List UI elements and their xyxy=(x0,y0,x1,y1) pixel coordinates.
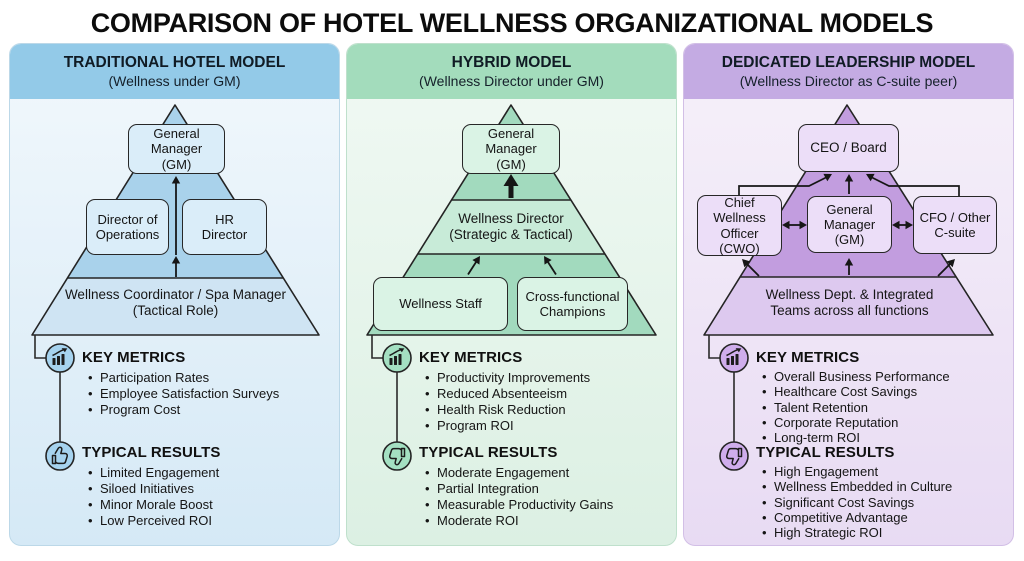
org-band-wellness-dept: Wellness Dept. & Integrated Teams across… xyxy=(765,287,934,319)
bullet-item: Competitive Advantage xyxy=(762,510,1007,526)
panel-header: TRADITIONAL HOTEL MODEL (Wellness under … xyxy=(10,44,339,99)
panel-traditional: TRADITIONAL HOTEL MODEL (Wellness under … xyxy=(9,43,340,546)
arrow-up-from-champions xyxy=(544,256,557,275)
key-metrics-list: Overall Business Performance Healthcare … xyxy=(756,369,1007,446)
panel-body: General Manager (GM) Wellness Director (… xyxy=(347,99,676,545)
bullet-item: High Strategic ROI xyxy=(762,525,1007,541)
arrow-up-from-staff xyxy=(467,256,480,275)
arrow-up-from-band xyxy=(171,256,181,277)
org-box-cfo-c-suite: CFO / Other C-suite xyxy=(913,196,997,254)
org-box-ceo-board: CEO / Board xyxy=(798,124,899,172)
bullet-item: Wellness Embedded in Culture xyxy=(762,479,1007,495)
bullet-item: Moderate ROI xyxy=(425,513,670,529)
key-metrics-section: KEY METRICS Participation Rates Employee… xyxy=(82,349,333,418)
bullet-item: Siloed Initiatives xyxy=(88,481,333,497)
org-box-hr-director: HR Director xyxy=(182,199,267,255)
panel-dedicated-leadership: DEDICATED LEADERSHIP MODEL (Wellness Dir… xyxy=(683,43,1014,546)
panel-subtitle: (Wellness Director as C-suite peer) xyxy=(739,73,958,89)
panel-header: HYBRID MODEL (Wellness Director under GM… xyxy=(347,44,676,99)
bullet-item: Moderate Engagement xyxy=(425,465,670,481)
org-band-wellness-coordinator: Wellness Coordinator / Spa Manager (Tact… xyxy=(64,287,287,319)
bullet-item: Employee Satisfaction Surveys xyxy=(88,386,333,402)
org-box-chief-wellness-officer: Chief Wellness Officer (CWO) xyxy=(697,195,782,256)
double-arrow-cwo-gm xyxy=(782,220,807,230)
page-title: COMPARISON OF HOTEL WELLNESS ORGANIZATIO… xyxy=(90,8,934,38)
org-band-wellness-director: Wellness Director (Strategic & Tactical) xyxy=(449,211,573,243)
panel-body: General Manager (GM) Director of Operati… xyxy=(10,99,339,545)
bullet-item: Health Risk Reduction xyxy=(425,402,670,418)
panel-subtitle: (Wellness under GM) xyxy=(108,73,241,89)
bullet-item: Limited Engagement xyxy=(88,465,333,481)
key-metrics-section: KEY METRICS Overall Business Performance… xyxy=(756,349,1007,446)
panel-subtitle: (Wellness Director under GM) xyxy=(419,73,604,89)
arrow-up-to-gm xyxy=(171,176,181,255)
key-metrics-section: KEY METRICS Productivity Improvements Re… xyxy=(419,349,670,434)
typical-results-list: High Engagement Wellness Embedded in Cul… xyxy=(756,464,1007,541)
rail-cwo-to-ceo xyxy=(738,175,829,195)
key-metrics-list: Participation Rates Employee Satisfactio… xyxy=(82,370,333,418)
arrow-gm-to-ceo xyxy=(844,174,854,194)
arrow-band-to-cfo xyxy=(937,259,955,277)
rail-cfo-to-ceo xyxy=(869,175,960,197)
typical-results-section: TYPICAL RESULTS Moderate Engagement Part… xyxy=(419,444,670,529)
panel-header: DEDICATED LEADERSHIP MODEL (Wellness Dir… xyxy=(684,44,1013,99)
bullet-item: Long-term ROI xyxy=(762,430,1007,446)
typical-results-section: TYPICAL RESULTS High Engagement Wellness… xyxy=(756,444,1007,541)
bullet-item: Significant Cost Savings xyxy=(762,495,1007,511)
panel-title: DEDICATED LEADERSHIP MODEL xyxy=(721,54,976,71)
bullet-item: High Engagement xyxy=(762,464,1007,480)
typical-results-list: Limited Engagement Siloed Initiatives Mi… xyxy=(82,465,333,529)
typical-results-heading: TYPICAL RESULTS xyxy=(756,444,895,461)
bullet-item: Low Perceived ROI xyxy=(88,513,333,529)
pyramid-diagram xyxy=(31,104,320,471)
key-metrics-list: Productivity Improvements Reduced Absent… xyxy=(419,370,670,434)
arrow-band-to-gm xyxy=(844,258,854,275)
typical-results-heading: TYPICAL RESULTS xyxy=(419,444,558,461)
comparison-panels: TRADITIONAL HOTEL MODEL (Wellness under … xyxy=(0,43,1024,546)
panel-body: CEO / Board Chief Wellness Officer (CWO)… xyxy=(684,99,1013,545)
arrow-band-to-cwo xyxy=(742,259,760,277)
bullet-item: Program ROI xyxy=(425,418,670,434)
typical-results-list: Moderate Engagement Partial Integration … xyxy=(419,465,670,529)
typical-results-section: TYPICAL RESULTS Limited Engagement Siloe… xyxy=(82,444,333,529)
org-box-cross-functional-champions: Cross-functional Champions xyxy=(517,277,628,331)
panel-title: TRADITIONAL HOTEL MODEL xyxy=(63,54,286,71)
bullet-item: Productivity Improvements xyxy=(425,370,670,386)
key-metrics-heading: KEY METRICS xyxy=(419,349,523,366)
panel-title: HYBRID MODEL xyxy=(451,54,572,71)
bullet-item: Program Cost xyxy=(88,402,333,418)
org-box-general-manager: General Manager (GM) xyxy=(128,124,225,174)
bullet-item: Reduced Absenteeism xyxy=(425,386,670,402)
bullet-item: Healthcare Cost Savings xyxy=(762,384,1007,400)
bullet-item: Partial Integration xyxy=(425,481,670,497)
org-box-general-manager: General Manager (GM) xyxy=(462,124,560,174)
bullet-item: Participation Rates xyxy=(88,370,333,386)
bullet-item: Overall Business Performance xyxy=(762,369,1007,385)
arrowhead-cfo-ceo xyxy=(866,173,875,182)
bullet-item: Corporate Reputation xyxy=(762,415,1007,431)
bullet-item: Talent Retention xyxy=(762,400,1007,416)
panel-hybrid: HYBRID MODEL (Wellness Director under GM… xyxy=(346,43,677,546)
arrow-bold-up-to-gm xyxy=(503,174,519,198)
key-metrics-heading: KEY METRICS xyxy=(756,349,860,366)
org-box-wellness-staff: Wellness Staff xyxy=(373,277,508,331)
bullet-item: Measurable Productivity Gains xyxy=(425,497,670,513)
typical-results-heading: TYPICAL RESULTS xyxy=(82,444,221,461)
bullet-item: Minor Morale Boost xyxy=(88,497,333,513)
key-metrics-heading: KEY METRICS xyxy=(82,349,186,366)
org-box-general-manager: General Manager (GM) xyxy=(807,196,892,253)
org-box-director-operations: Director of Operations xyxy=(86,199,169,255)
double-arrow-gm-cfo xyxy=(892,220,913,230)
arrowhead-cwo-ceo xyxy=(823,173,832,182)
